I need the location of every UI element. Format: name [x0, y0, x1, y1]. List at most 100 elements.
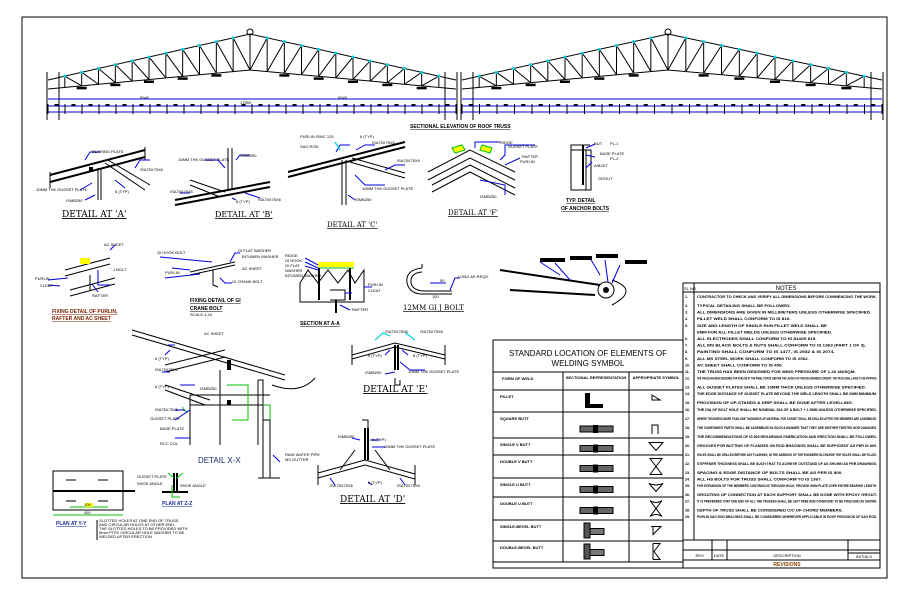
dimension-text-mark: [292, 104, 297, 106]
dimension-text-mark: [54, 104, 59, 106]
label: SAG ROD: [300, 144, 319, 149]
rev-header-description: DESCRIPTION: [773, 553, 800, 558]
note-item: 8.PAINTING SHALL CONFORM TO IS 1477, IS …: [685, 350, 835, 354]
note-text: ALL ELECTRODES SHALL CONFORM TO IS 814/I…: [697, 337, 817, 341]
single-v-weld-symbol-icon: [647, 442, 665, 452]
weld-bead: [593, 425, 598, 433]
dimension-text-mark: [608, 104, 613, 106]
note-text: ALL DIMENSIONS ARE GIVEN IN MILLIMETERS …: [697, 311, 871, 315]
j-bolt-title: 12MM GI J BOLT: [403, 304, 464, 312]
weld-table-title-2: WELDING SYMBOL: [552, 359, 625, 368]
purlin-node: [563, 55, 567, 59]
purlin-node: [231, 36, 235, 40]
crank-bolt-drawing: [159, 252, 240, 288]
truss-diagonal: [530, 64, 549, 82]
label: RAIN WATER PIPE: [285, 452, 320, 457]
label: 10MM THK GUSSET PLATE: [384, 444, 435, 449]
revisions-title: REVISIONS: [773, 562, 801, 568]
label: MS GUTTER: [285, 457, 309, 462]
dimension-text-mark: [713, 104, 718, 106]
label: 10MM THK GUSSET PLATE: [36, 187, 87, 192]
bracing-section: [698, 74, 709, 77]
purlin-node: [403, 67, 406, 70]
label: RIDGE: [285, 253, 298, 258]
dimension-text-mark: [122, 104, 127, 106]
bracing-section: [110, 83, 121, 87]
note-number: 15.: [685, 401, 690, 405]
rev-header-initials: INITIALS: [856, 554, 873, 559]
label: ISA75X75X6: [170, 189, 194, 194]
purlin-node: [791, 59, 795, 63]
truss-diagonal: [774, 60, 794, 80]
bracing-section: [770, 80, 780, 83]
label: 6 (TYP): [155, 384, 169, 389]
dimension-text-mark: [105, 104, 110, 106]
purlin-node: [334, 51, 338, 55]
label: AC SHEET: [104, 242, 125, 247]
truss-diagonal: [131, 60, 150, 80]
dimension-text-mark: [573, 104, 578, 106]
label: ISA75X75X6: [140, 167, 164, 172]
truss-diagonal: [633, 41, 652, 72]
purlin-node: [546, 59, 550, 63]
note-number: 23.: [685, 471, 690, 475]
note-number: 28.: [685, 509, 690, 513]
truss-diagonal: [199, 45, 217, 74]
note-item: 3.TYPICAL DETAILING SHALL BE FOLLOWED.: [685, 304, 791, 308]
dimension-text-mark: [556, 104, 561, 106]
j-bolt-drawing: [406, 264, 460, 295]
note-text: FILLET WELD SHALL CONFORM TO IS 816.: [697, 317, 791, 321]
dimension-text-mark: [853, 104, 858, 106]
purlin-node: [97, 67, 100, 70]
note-item: 14.THE EDGE DISTANCE OF GUSSET PLATE BEY…: [685, 392, 877, 396]
purlin-node: [420, 70, 424, 74]
label: GI FLAT WASHER: [238, 248, 271, 253]
purlin-node: [494, 70, 498, 74]
note-item: 19.THE RECOMMENDATIONS OF IS 800 REGARDI…: [685, 435, 877, 439]
label: AC SHEET: [242, 266, 263, 271]
purlin-node: [300, 44, 303, 47]
label: ISA75X75X6: [330, 483, 354, 488]
note-item: 10.AC SHEET SHALL CONFORM TO IS 459.: [685, 363, 783, 367]
weld-form-label: SINGLE V BUTT: [500, 442, 531, 447]
note-text: PROVISION OF UP-STANDS & DRIP SHALL BE D…: [697, 401, 853, 405]
purlin-node: [684, 36, 688, 40]
purlin-node: [773, 55, 777, 59]
dimension-text-mark: [88, 104, 93, 106]
crane-title-2: CRANE BOLT: [190, 306, 222, 312]
label: 10MM THK GUSSET PLATE: [408, 369, 459, 374]
dimension-text-mark: [241, 104, 246, 106]
label: BITUMEN WASHER: [285, 273, 322, 278]
weld-row: FILLET: [493, 393, 683, 413]
dimension-text-mark: [818, 104, 823, 106]
dimension-text-mark: [275, 104, 280, 106]
purlin-node: [198, 44, 201, 47]
detail-a-drawing: [49, 147, 151, 201]
single-bevel-weld-symbol-icon: [651, 526, 663, 536]
label: 50: [440, 278, 445, 283]
label: PL-2: [610, 156, 619, 161]
detail-d-title: DETAIL AT 'D': [340, 495, 405, 505]
note-number: 21.: [685, 453, 690, 457]
note-number: 25.: [685, 484, 690, 488]
note-number: 16.: [685, 408, 690, 412]
dimension-text-mark: [748, 104, 753, 106]
fillet-weld-symbol-icon: [651, 394, 662, 401]
note-item: 25.FOR EXPANSION OF THE MEMBERS CONTINUO…: [685, 484, 877, 488]
label: PURLIN ISMC 125: [300, 134, 334, 139]
truss-diagonal: [513, 68, 531, 84]
purlin-fixing-drawing: [47, 244, 116, 297]
bracing-section: [491, 86, 502, 90]
weld-row: DOUBLE-BEVEL BUTT: [493, 543, 683, 563]
weld-table-title-1: STANDARD LOCATION OF ELEMENTS OF: [509, 349, 667, 358]
weld-row: SQUARE BUTT: [493, 416, 683, 439]
plan-yy-title: PLAN AT Y-Y: [56, 521, 87, 527]
truss-diagonal: [352, 60, 371, 80]
label: BASE PLATE: [160, 426, 184, 431]
weld-row: SINGLE U BUTT: [493, 482, 683, 498]
label: PURLIN: [35, 276, 50, 281]
note-item: 26.GROUTING OF CONNECTION AT EACH SUPPOR…: [685, 493, 877, 497]
label: ISA75X75X6: [155, 407, 179, 412]
dimension-text-mark: [521, 104, 526, 106]
label: WASHER: [285, 268, 303, 273]
